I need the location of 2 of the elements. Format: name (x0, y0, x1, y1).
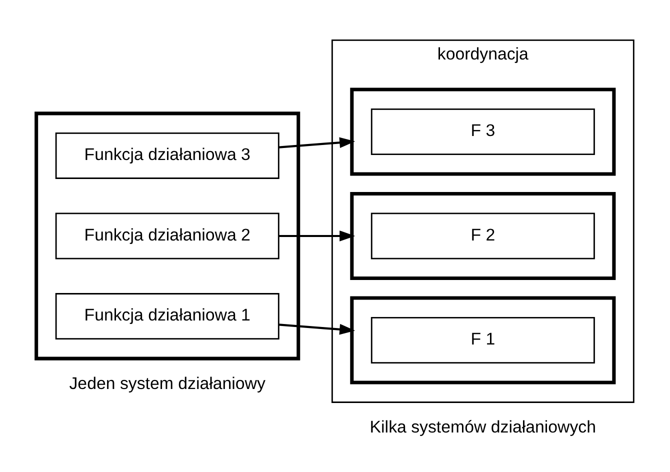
node-label: Kilka systemów działaniowych (370, 418, 596, 437)
node-label: Jeden system działaniowy (69, 374, 266, 393)
